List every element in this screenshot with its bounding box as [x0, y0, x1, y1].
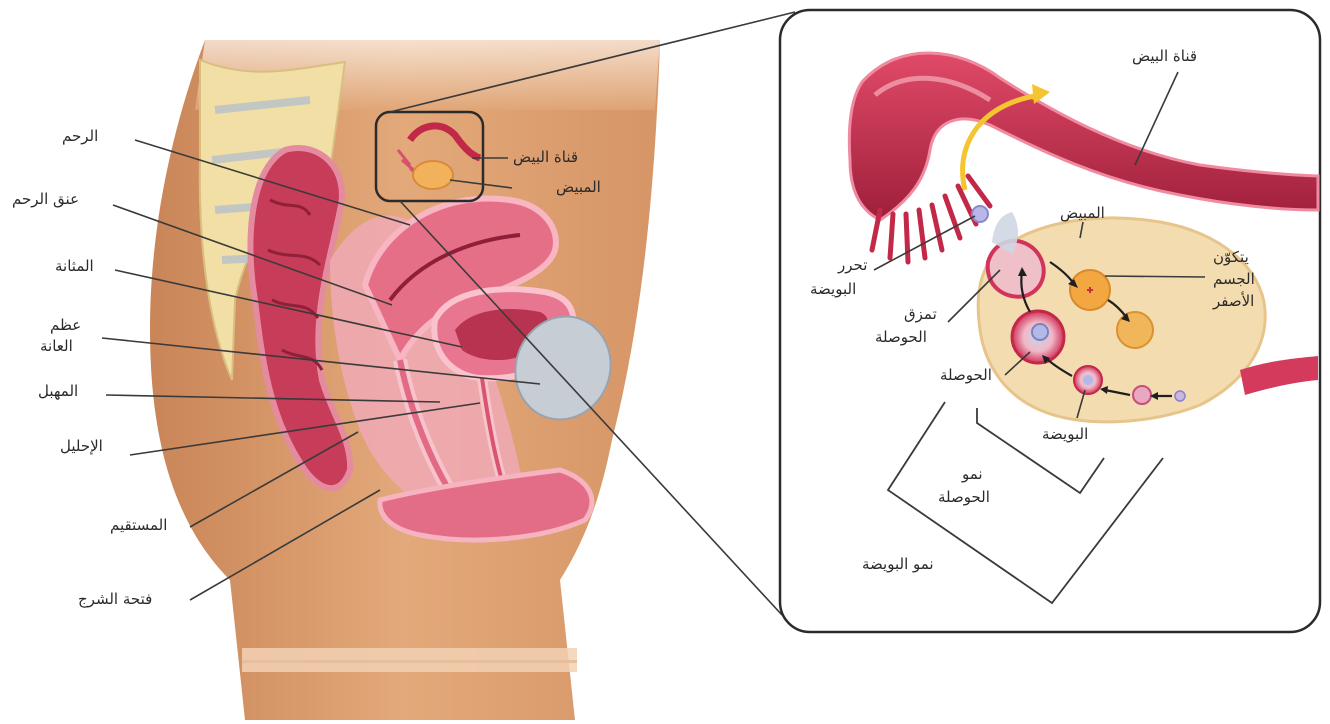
inset-rupture-follicle [988, 241, 1044, 297]
label-pubic-bone-line1: عظم [50, 316, 81, 335]
label-anus: فتحة الشرج [78, 590, 152, 609]
inset-corpus-luteum-2 [1117, 312, 1153, 348]
inset-label-follicle-rupture-2: الحوصلة [875, 328, 927, 347]
label-urethra: الإحليل [60, 437, 103, 456]
inset-panel [780, 10, 1320, 632]
inset-large-follicle-ovum [1032, 324, 1048, 340]
inset-label-ovum-growth: نمو البويضة [862, 555, 934, 574]
label-small-fallopian-tube: قناة البيض [513, 148, 578, 167]
label-rectum: المستقيم [110, 516, 167, 535]
inset-label-follicle-growth-2: الحوصلة [938, 488, 990, 507]
inset-label-corpus-luteum-2: الجسم [1213, 270, 1255, 289]
inset-label-follicle-growth-1: نمو [962, 465, 983, 484]
small-ovary [413, 161, 453, 189]
inset-released-ovum [972, 206, 988, 222]
inset-small-follicle-1 [1133, 386, 1151, 404]
inset-label-follicle-rupture-1: تمزق [904, 305, 937, 324]
inset-small-follicle-2 [1175, 391, 1185, 401]
inset-label-ovum-release-1: تحرر [838, 256, 867, 275]
label-uterus: الرحم [62, 127, 98, 146]
inset-label-ovum-release-2: البويضة [810, 280, 856, 299]
inset-label-ovum: البويضة [1042, 425, 1088, 444]
label-bladder: المثانة [55, 257, 94, 276]
inset-label-ovary: المبيض [1060, 204, 1105, 223]
thigh-band-line [242, 660, 577, 663]
label-cervix: عنق الرحم [12, 190, 79, 209]
inset-label-corpus-luteum-1: يتكوّن [1213, 248, 1249, 267]
inset-label-fallopian-tube: قناة البيض [1132, 47, 1197, 66]
inset-label-corpus-luteum-3: الأصفر [1213, 292, 1254, 311]
inset-label-follicle: الحوصلة [940, 366, 992, 385]
label-small-ovary: المبيض [556, 178, 601, 197]
inset-mid-follicle-ovum [1083, 375, 1093, 385]
body-section [150, 40, 660, 720]
label-pubic-bone-line2: العانة [40, 337, 73, 356]
label-vagina: المهبل [38, 382, 78, 401]
